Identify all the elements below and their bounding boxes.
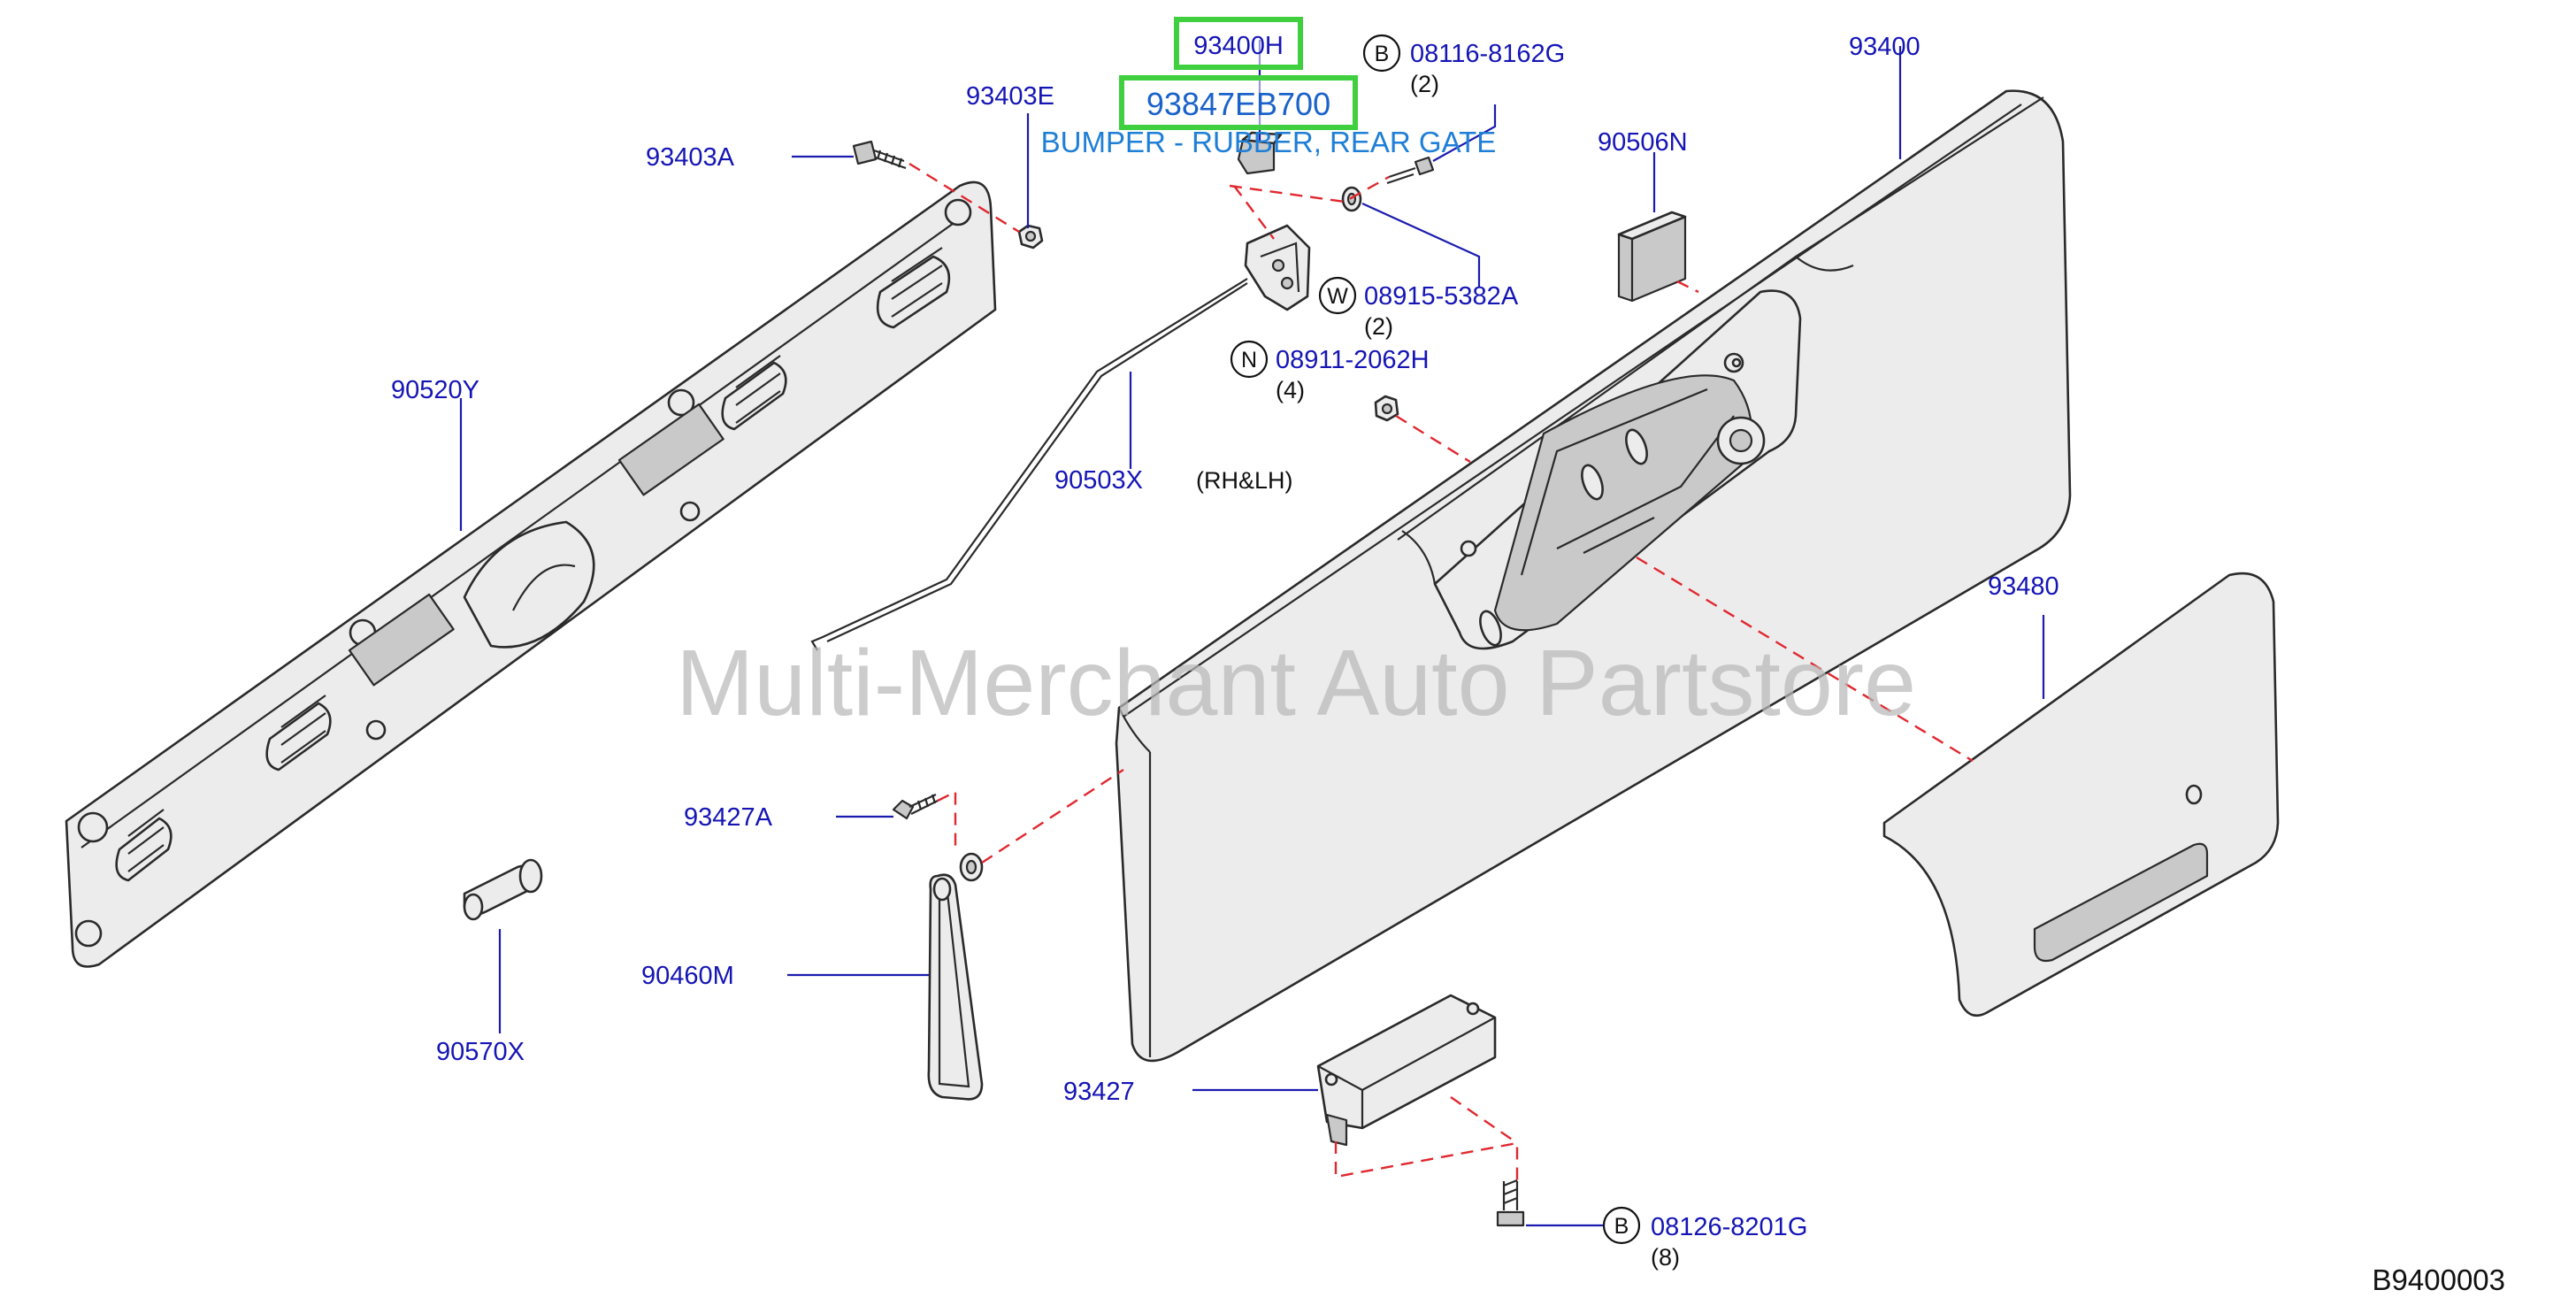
- callout-90506n: 90506N: [1598, 128, 1688, 157]
- highlight-box-93400h: [1174, 17, 1303, 70]
- nut-93403e-part: [1017, 224, 1044, 250]
- nut-08911-part: [1374, 395, 1399, 422]
- pin-90570x-part: [463, 858, 543, 921]
- latch-rod-part: [810, 224, 1311, 651]
- highlight-description: BUMPER - RUBBER, REAR GATE: [1041, 126, 1497, 158]
- highlight-code-93400h: 93400H: [1193, 32, 1284, 60]
- figure-number: B9400003: [2373, 1263, 2505, 1296]
- callout-93403a: 93403A: [646, 143, 735, 172]
- callout-93427: 93427: [1063, 1078, 1135, 1106]
- symbol-w: W: [1318, 276, 1357, 315]
- tailgate-hinge-part: [1316, 994, 1497, 1147]
- highlight-box-part-number: [1119, 75, 1358, 130]
- highlight-part-number: 93847EB700: [1146, 86, 1330, 122]
- washer-08915-part: [1341, 186, 1362, 212]
- callout-90503x: 90503X: [1054, 466, 1143, 495]
- qty-08911: (4): [1276, 377, 1305, 403]
- callout-08126-8201g: 08126-8201G: [1651, 1213, 1807, 1241]
- symbol-b-top: B: [1362, 34, 1401, 73]
- rubber-bumper-part: [1237, 131, 1283, 175]
- bolt-08116-part: [1386, 156, 1435, 185]
- bolt-93427a-part: [892, 794, 939, 820]
- qty-08116: (2): [1410, 71, 1439, 97]
- highlighted-part: 93400H 93847EB700 BUMPER - RUBBER, REAR …: [1041, 17, 1497, 158]
- check-strap-90460m-part: [927, 852, 984, 1101]
- bolt-93403a-part: [852, 140, 907, 170]
- qty-08126: (8): [1651, 1244, 1680, 1271]
- callout-93403e: 93403E: [966, 82, 1054, 111]
- callout-08116-8162g: 08116-8162G: [1410, 40, 1565, 68]
- screw-08126-part: [1496, 1179, 1525, 1227]
- callout-93427a: 93427A: [684, 803, 773, 832]
- svg-text:N: N: [1241, 348, 1257, 372]
- bumper-90506n-part: [1617, 211, 1687, 303]
- callout-90460m: 90460M: [641, 962, 734, 990]
- callout-90570x: 90570X: [436, 1038, 525, 1066]
- callout-90520y: 90520Y: [391, 376, 479, 404]
- symbol-b-bottom: B: [1602, 1206, 1641, 1245]
- svg-text:W: W: [1327, 284, 1348, 309]
- assembly-dashed-lines: [908, 162, 1974, 1186]
- rear-gate-garnish-part: [1882, 572, 2280, 1017]
- callout-08911-2062h: 08911-2062H: [1276, 346, 1430, 374]
- rh-lh-note: (RH&LH): [1196, 467, 1293, 494]
- watermark-text: Multi-Merchant Auto Partstore: [676, 631, 1916, 735]
- svg-text:B: B: [1375, 42, 1390, 66]
- callout-93400: 93400: [1849, 33, 1920, 61]
- qty-08915: (2): [1364, 313, 1393, 340]
- tailgate-reinforcement-part: [65, 180, 997, 968]
- tailgate-panel: [1115, 89, 2072, 1063]
- callout-93480: 93480: [1988, 572, 2059, 601]
- symbol-n: N: [1230, 340, 1269, 379]
- svg-text:B: B: [1614, 1214, 1629, 1239]
- callout-08915-5382a: 08915-5382A: [1364, 282, 1519, 311]
